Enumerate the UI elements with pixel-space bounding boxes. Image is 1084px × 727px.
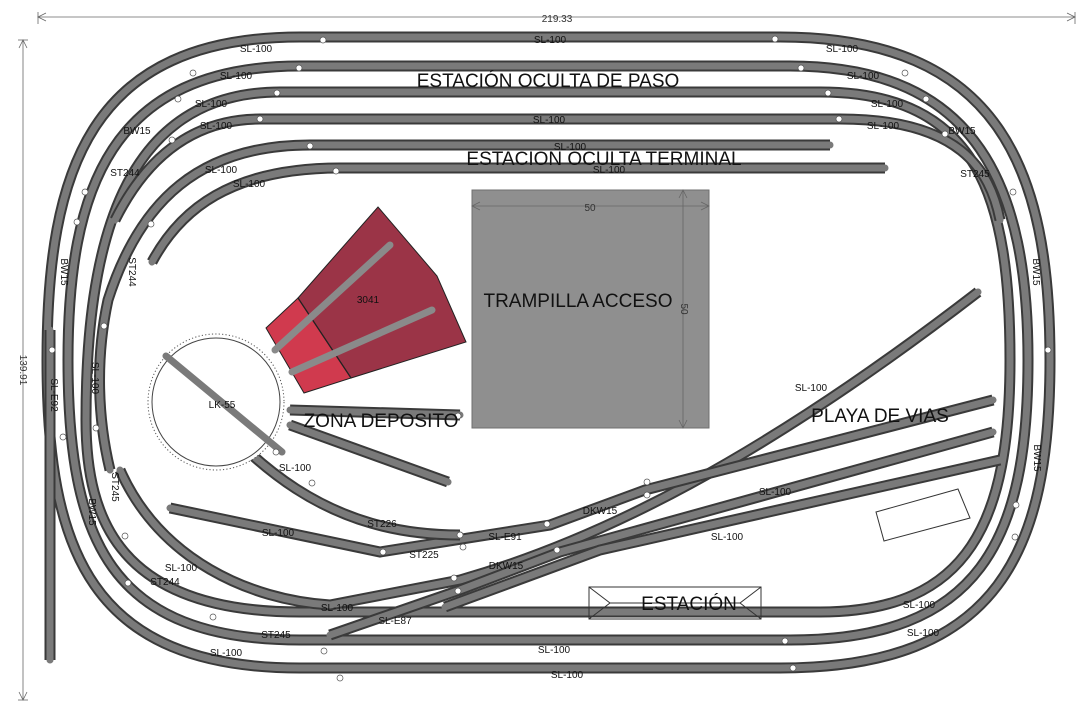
width-dimension-label: 219.33: [542, 14, 573, 25]
roundhouse-label: 3041: [357, 295, 380, 306]
part-labels: SL-100 SL-100 SL-100 SL-100 SL-100 SL-10…: [48, 35, 1042, 681]
part-label: SL-100: [205, 165, 238, 176]
part-label: BW15: [86, 498, 97, 526]
station-label: ESTACIÓN: [641, 593, 737, 615]
part-label: BW15: [58, 258, 69, 286]
part-label: SL-100: [554, 142, 587, 153]
overall-dimensions: 219.33 139.91: [17, 12, 1076, 701]
part-label: SL-100: [165, 563, 198, 574]
access-trapdoor: 50 50 TRAMPILLA ACCESO: [471, 189, 710, 429]
part-label: DKW15: [489, 561, 524, 572]
hidden-terminal-station-label: ESTACION OCULTA TERMINAL: [466, 149, 741, 170]
outer-loop-tracks: [41, 31, 1056, 674]
depot-zone-label: ZONA DEPOSITO: [304, 411, 459, 432]
trapdoor-label: TRAMPILLA ACCESO: [483, 291, 672, 312]
part-label: SL-100: [593, 165, 626, 176]
part-label: SL-E92: [48, 378, 59, 412]
yard-building: [875, 488, 971, 542]
part-label: SL-100: [534, 35, 567, 46]
part-label: SL-100: [907, 628, 940, 639]
track-joints: [48, 35, 1052, 682]
turntable-bridge: [162, 352, 286, 456]
part-label: SL-100: [903, 600, 936, 611]
part-label: SL-E87: [378, 616, 412, 627]
part-label: SL-100: [321, 603, 354, 614]
area-labels: ESTACIÓN OCULTA DE PASO ESTACION OCULTA …: [304, 70, 949, 432]
part-label: SL-100: [795, 383, 828, 394]
part-label: ST245: [960, 169, 990, 180]
part-label: ST245: [109, 472, 120, 502]
part-label: SL-100: [551, 670, 584, 681]
part-label: SL-100: [867, 121, 900, 132]
part-label: ST244: [110, 168, 140, 179]
station-buildings: ESTACIÓN: [588, 488, 971, 620]
hidden-terminal-tracks: [94, 139, 889, 474]
part-label: SL-100: [711, 532, 744, 543]
part-label: SL-100: [200, 121, 233, 132]
part-label: SL-100: [262, 528, 295, 539]
part-label: SL-100: [538, 645, 571, 656]
part-label: DKW15: [583, 506, 618, 517]
hidden-through-station-label: ESTACIÓN OCULTA DE PASO: [417, 70, 680, 92]
yard-label: PLAYA DE VIAS: [811, 406, 949, 427]
part-label: SL-100: [233, 179, 266, 190]
roundhouse-track-2: [288, 306, 436, 376]
engine-depot: 3041 LK-55: [147, 206, 467, 471]
part-label: SL-100: [195, 99, 228, 110]
part-label: SL-100: [210, 648, 243, 659]
part-label: SL-100: [220, 71, 253, 82]
part-label: SL-100: [279, 463, 312, 474]
trapdoor-rect: [471, 189, 710, 429]
part-label: ST245: [261, 630, 291, 641]
part-label: ST225: [409, 550, 439, 561]
trapdoor-width-label: 50: [584, 203, 596, 214]
part-label: ST226: [367, 519, 397, 530]
part-label: SL-100: [871, 99, 904, 110]
part-label: SL-100: [847, 71, 880, 82]
part-label: SL-100: [240, 44, 273, 55]
part-label: ST244: [150, 577, 180, 588]
part-label: SL-100: [89, 362, 100, 395]
part-label: SL-E91: [488, 532, 522, 543]
part-label: ST244: [126, 257, 137, 287]
part-label: SL-100: [533, 115, 566, 126]
station-building: [588, 586, 762, 620]
part-label: SL-100: [759, 487, 792, 498]
part-label: SL-100: [826, 44, 859, 55]
part-label: BW15: [123, 126, 151, 137]
turntable-label: LK-55: [209, 400, 236, 411]
height-dimension-label: 139.91: [17, 355, 28, 386]
trapdoor-height-label: 50: [678, 303, 689, 315]
part-label: BW15: [948, 126, 976, 137]
roundhouse-track-1: [271, 241, 394, 354]
part-label: BW15: [1031, 444, 1042, 472]
part-label: BW15: [1030, 258, 1041, 286]
